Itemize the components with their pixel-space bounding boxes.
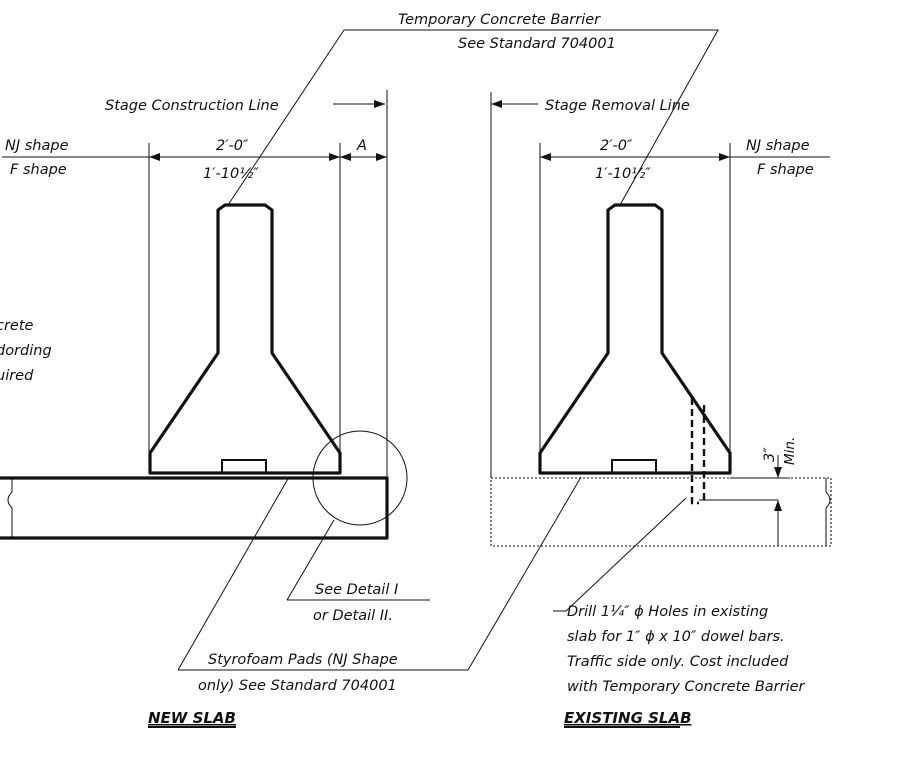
drill-line4: with Temporary Concrete Barrier (567, 679, 806, 695)
barrier-leader-left (227, 29, 345, 206)
detail-line1: See Detail I (315, 582, 398, 598)
barrier-title-callout: Temporary Concrete Barrier See Standard … (227, 12, 719, 206)
new-slab-title: NEW SLAB (148, 709, 236, 727)
drill-line3: Traffic side only. Cost included (567, 654, 789, 670)
arrowhead (774, 500, 782, 511)
detail-circle (312, 430, 408, 526)
existing-slab (490, 477, 832, 547)
detail-line2: or Detail II. (313, 608, 393, 624)
width-f: 1′-10½″ (595, 166, 651, 182)
f-shape-label: F shape (757, 162, 814, 178)
arrowhead (329, 153, 340, 161)
width-nj: 2′-0″ (216, 138, 249, 154)
min-label: Min. (782, 437, 798, 465)
note-line2: dording (0, 343, 52, 359)
width-f: 1′-10½″ (203, 166, 259, 182)
min-3: 3″ (762, 447, 778, 462)
styrofoam-pad (611, 459, 657, 473)
arrowhead (340, 153, 351, 161)
styrofoam-callout: Styrofoam Pads (NJ Shape only) See Stand… (177, 476, 582, 694)
existing-slab-view: Stage Removal Line 2′-0″ 1′-10½″ NJ shap… (490, 92, 832, 728)
arrowhead (774, 467, 782, 478)
barrier-ref: See Standard 704001 (458, 36, 616, 52)
arrowhead (376, 153, 387, 161)
detail-leader (286, 519, 335, 601)
styrofoam-leader-left (177, 476, 290, 671)
existing-slab-title: EXISTING SLAB (564, 709, 692, 727)
styrofoam-pad (221, 459, 267, 473)
drill-line1: Drill 1¼″ ϕ Holes in existing (567, 604, 768, 620)
width-nj: 2′-0″ (600, 138, 633, 154)
arrowhead (149, 153, 160, 161)
nj-shape-label: NJ shape (5, 138, 69, 154)
dim-a: A (356, 138, 367, 154)
stage-construction-label: Stage Construction Line (105, 98, 279, 114)
barrier-leader-right (344, 29, 719, 206)
break-symbol (825, 478, 831, 546)
drill-leader (553, 497, 687, 612)
new-slab (0, 476, 389, 540)
drill-line2: slab for 1″ ϕ x 10″ dowel bars. (567, 629, 785, 645)
break-symbol (7, 478, 13, 538)
barrier-title: Temporary Concrete Barrier (398, 12, 601, 28)
f-shape-label: F shape (10, 162, 67, 178)
dowel-bar-outer (690, 398, 699, 505)
barrier-outline (148, 203, 342, 475)
note-line3: uired (0, 368, 34, 384)
styrofoam-line1: Styrofoam Pads (NJ Shape (208, 652, 398, 668)
styrofoam-line2: only) See Standard 704001 (198, 678, 397, 694)
note-line1: crete (0, 318, 34, 334)
styrofoam-leader-right (467, 476, 582, 671)
stage-removal-label: Stage Removal Line (545, 98, 690, 114)
arrowhead (374, 100, 385, 108)
barrier-outline (538, 203, 732, 475)
arrowhead (540, 153, 551, 161)
arrowhead (491, 100, 502, 108)
new-slab-view: Stage Construction Line NJ shape F shape… (0, 90, 430, 728)
nj-shape-label: NJ shape (746, 138, 810, 154)
arrowhead (719, 153, 730, 161)
